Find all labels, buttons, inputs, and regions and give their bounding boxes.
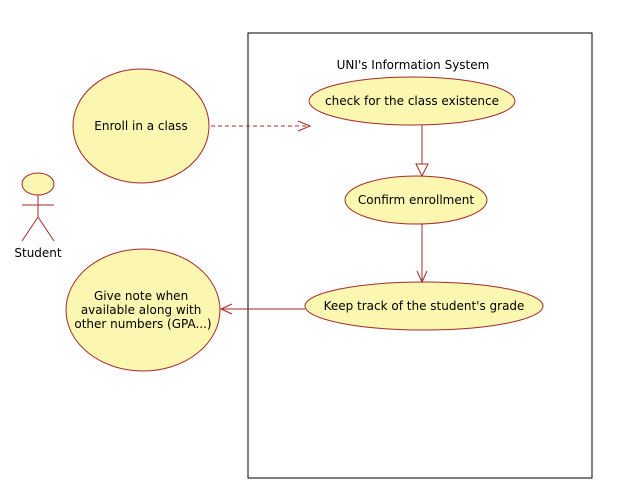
use-case-give-note bbox=[65, 248, 221, 372]
system-boundary bbox=[247, 32, 593, 479]
use-case-check-label: check for the class existence bbox=[325, 94, 499, 108]
use-case-confirm-label: Confirm enrollment bbox=[358, 193, 474, 207]
system-title: UNI's Information System bbox=[337, 58, 490, 72]
use-case-enroll bbox=[72, 68, 210, 184]
dependency-arrow-enroll-check bbox=[211, 120, 312, 132]
use-case-give-note-label: Give note when available along with othe… bbox=[74, 289, 211, 331]
arrow-check-confirm bbox=[415, 125, 429, 178]
actor-label: Student bbox=[14, 246, 62, 260]
use-case-confirm bbox=[344, 175, 488, 225]
student-actor bbox=[21, 172, 55, 242]
use-case-track-label: Keep track of the student's grade bbox=[324, 299, 525, 313]
use-case-check bbox=[308, 76, 516, 126]
arrow-confirm-track bbox=[416, 224, 428, 284]
give-note-line-2: available along with bbox=[81, 303, 202, 317]
arrow-track-give-note bbox=[219, 303, 305, 315]
use-case-enroll-label: Enroll in a class bbox=[94, 119, 187, 133]
use-case-track bbox=[304, 281, 544, 331]
give-note-line-3: other numbers (GPA...) bbox=[74, 317, 211, 331]
give-note-line-1: Give note when bbox=[94, 289, 188, 303]
